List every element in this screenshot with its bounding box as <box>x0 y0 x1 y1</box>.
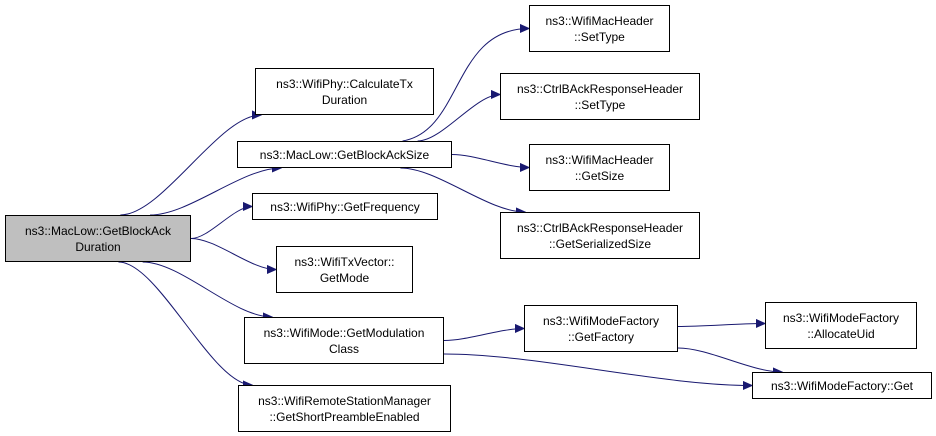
node-settype2-line-2: ::SetType <box>574 97 626 112</box>
node-calculate-tx-duration[interactable]: ns3::WifiPhy::CalculateTx Duration <box>255 68 434 115</box>
node-calc-line-2: Duration <box>321 92 368 107</box>
node-mode-factory-get[interactable]: ns3::WifiModeFactory::Get <box>752 372 932 399</box>
edge-modclass-to-getfactory <box>443 329 524 341</box>
edge-root-to-txmode <box>190 238 276 270</box>
node-serial-line-2: ::GetSerializedSize <box>548 236 652 251</box>
node-ctrl-back-set-type[interactable]: ns3::CtrlBAckResponseHeader ::SetType <box>500 73 700 120</box>
node-modclass-line-2: Class <box>328 341 359 356</box>
node-getsize-line-2: ::GetSize <box>574 168 625 183</box>
edge-getfactory-to-alloc <box>677 324 765 327</box>
edge-modclass-to-get <box>443 353 752 386</box>
edge-blocksize-to-serial <box>400 167 525 212</box>
node-settype1-line-1: ns3::WifiMacHeader <box>545 13 654 28</box>
node-get-frequency[interactable]: ns3::WifiPhy::GetFrequency <box>252 193 438 220</box>
node-blocksize-line-1: ns3::MacLow::GetBlockAckSize <box>259 147 430 162</box>
edge-root-to-blocksize <box>150 168 281 216</box>
node-settype2-line-1: ns3::CtrlBAckResponseHeader <box>516 81 684 96</box>
node-modclass-line-1: ns3::WifiMode::GetModulation <box>263 325 425 340</box>
node-mode-factory-get-factory[interactable]: ns3::WifiModeFactory ::GetFactory <box>524 305 678 352</box>
node-calc-line-1: ns3::WifiPhy::CalculateTx <box>276 76 413 91</box>
node-shortpre-line-2: ::GetShortPreambleEnabled <box>269 409 420 424</box>
node-get-modulation-class[interactable]: ns3::WifiMode::GetModulation Class <box>244 317 444 364</box>
node-freq-line-1: ns3::WifiPhy::GetFrequency <box>270 199 420 214</box>
node-root-line-2: Duration <box>75 239 121 254</box>
edge-blocksize-to-settype2 <box>417 95 500 142</box>
node-get-line-1: ns3::WifiModeFactory::Get <box>770 378 914 393</box>
node-getfactory-line-2: ::GetFactory <box>567 329 635 344</box>
node-mac-header-get-size[interactable]: ns3::WifiMacHeader ::GetSize <box>529 144 670 191</box>
edge-root-to-calc <box>120 115 261 216</box>
node-root: ns3::MacLow::GetBlockAck Duration <box>5 215 191 262</box>
node-get-short-preamble-enabled[interactable]: ns3::WifiRemoteStationManager ::GetShort… <box>238 385 451 432</box>
node-getsize-line-1: ns3::WifiMacHeader <box>545 152 654 167</box>
node-root-line-1: ns3::MacLow::GetBlockAck <box>24 223 172 238</box>
node-mac-header-set-type[interactable]: ns3::WifiMacHeader ::SetType <box>529 5 670 52</box>
edge-root-to-freq <box>190 207 252 239</box>
node-get-block-ack-size[interactable]: ns3::MacLow::GetBlockAckSize <box>237 141 452 168</box>
edge-root-to-shortpre <box>118 261 252 385</box>
node-txmode-line-2: GetMode <box>319 270 370 285</box>
edge-root-to-modclass <box>142 261 272 317</box>
edge-getfactory-to-get <box>677 347 782 372</box>
edge-blocksize-to-settype1 <box>402 29 529 142</box>
edge-blocksize-to-getsize <box>451 154 529 168</box>
node-txmode-line-1: ns3::WifiTxVector:: <box>294 254 395 269</box>
node-get-mode[interactable]: ns3::WifiTxVector:: GetMode <box>276 246 413 293</box>
node-alloc-line-1: ns3::WifiModeFactory <box>782 310 900 325</box>
node-settype1-line-2: ::SetType <box>574 29 625 44</box>
node-serial-line-1: ns3::CtrlBAckResponseHeader <box>516 220 684 235</box>
node-mode-factory-allocate-uid[interactable]: ns3::WifiModeFactory ::AllocateUid <box>765 302 917 349</box>
node-getfactory-line-1: ns3::WifiModeFactory <box>542 313 660 328</box>
node-shortpre-line-1: ns3::WifiRemoteStationManager <box>258 393 431 408</box>
node-ctrl-back-get-serialized-size[interactable]: ns3::CtrlBAckResponseHeader ::GetSeriali… <box>500 212 700 259</box>
node-alloc-line-2: ::AllocateUid <box>807 326 875 341</box>
